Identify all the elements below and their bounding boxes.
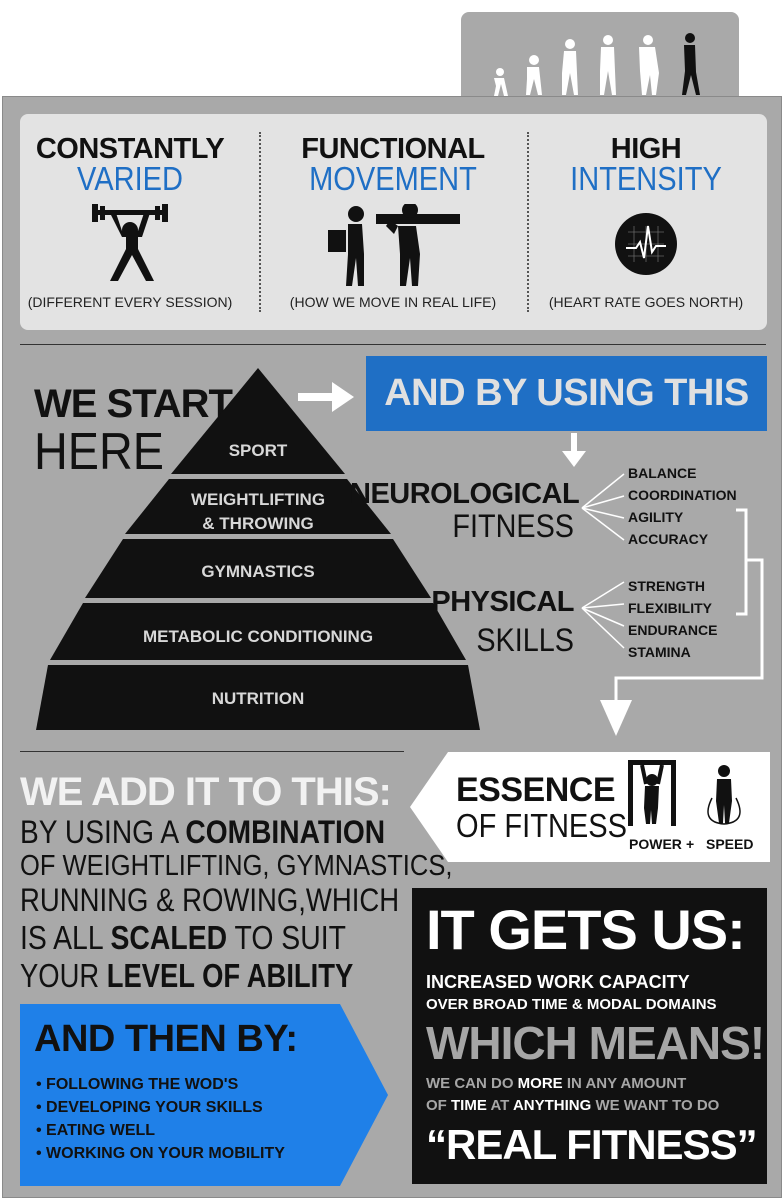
column-divider (527, 132, 529, 312)
physical-title: PHYSICAL (431, 586, 574, 618)
lifting-figures-icon (328, 204, 460, 286)
pyramid-tier-sport (171, 368, 345, 474)
arrow-down-icon (562, 433, 586, 467)
varied-subtitle: VARIED (77, 160, 183, 197)
essence-title: ESSENCE (456, 771, 616, 809)
then-item-text: FOLLOWING THE WOD'S (46, 1076, 239, 1093)
column-divider (259, 132, 261, 312)
real-fitness: “REAL FITNESS” (426, 1121, 758, 1168)
gets-line2: OVER BROAD TIME & MODAL DOMAINS (426, 996, 717, 1013)
add-line1: BY USING A COMBINATION (20, 814, 385, 850)
heart-monitor-icon (615, 213, 677, 275)
section-divider (20, 751, 404, 752)
pyramid-tier-gymnastics (85, 539, 431, 598)
gets-means: WHICH MEANS! (426, 1017, 765, 1069)
then-box (20, 1004, 388, 1186)
physical-item: STRENGTH (628, 578, 705, 594)
add-text: YOUR (20, 957, 107, 994)
neuro-item: COORDINATION (628, 487, 737, 503)
gets-text: AT (486, 1097, 513, 1114)
add-text: TO SUIT (227, 919, 346, 956)
gets-line4: OF TIME AT ANYTHING WE WANT TO DO (426, 1095, 719, 1117)
then-item: • WORKING ON YOUR MOBILITY (36, 1145, 285, 1162)
using-banner-text: AND BY USING THIS (384, 372, 749, 414)
gets-box (412, 888, 767, 1184)
arrow-right-icon (298, 382, 354, 412)
plus-label: + (686, 836, 695, 852)
add-line2: OF WEIGHTLIFTING, GYMNASTICS, (20, 850, 453, 882)
physical-item: STAMINA (628, 644, 691, 660)
add-text-bold: SCALED (110, 919, 228, 956)
add-text: IS ALL (20, 919, 111, 956)
then-heading: AND THEN BY: (34, 1018, 298, 1060)
pyramid-label-nutrition: NUTRITION (211, 689, 305, 708)
physical-subtitle: SKILLS (476, 622, 574, 658)
pyramid-label-throwing: & THROWING (202, 514, 314, 533)
varied-title: CONSTANTLY (35, 133, 225, 165)
pyramid-tier-nutrition (36, 665, 480, 730)
neuro-item: AGILITY (628, 509, 684, 525)
pyramid-label-weightlifting: WEIGHTLIFTING (190, 490, 326, 509)
gets-heading: IT GETS US: (426, 898, 746, 961)
then-item: • FOLLOWING THE WOD'S (36, 1076, 239, 1093)
then-item: • EATING WELL (36, 1122, 156, 1139)
gets-text: WE WANT TO DO (591, 1097, 720, 1114)
pullup-icon (628, 760, 676, 826)
add-text-bold: LEVEL OF ABILITY (106, 957, 354, 994)
start-line2: HERE (34, 423, 165, 481)
functional-title: FUNCTIONAL (301, 133, 485, 165)
functional-note: (HOW WE MOVE IN REAL LIFE) (289, 294, 497, 310)
essence-box (410, 752, 770, 862)
pyramid-label-gymnastics: GYMNASTICS (201, 562, 315, 581)
pyramid-tier-weightlifting (125, 479, 391, 534)
gets-text: IN ANY AMOUNT (562, 1075, 687, 1092)
weightlifter-icon (92, 204, 168, 281)
then-item-text: WORKING ON YOUR MOBILITY (46, 1145, 285, 1162)
add-line4: IS ALL SCALED TO SUIT (20, 920, 346, 956)
pyramid-label-sport: SPORT (228, 441, 288, 460)
evolution-icon (494, 33, 700, 96)
add-line3: RUNNING & ROWING,WHICH (20, 882, 400, 918)
add-text-bold: COMBINATION (185, 814, 386, 850)
physical-branch-icon (581, 581, 625, 649)
neuro-branch-icon (581, 473, 625, 541)
gets-text: WE CAN DO (426, 1075, 518, 1092)
add-heading: WE ADD IT TO THIS: (20, 770, 392, 814)
start-line1: WE START (34, 382, 233, 426)
physical-item: ENDURANCE (628, 622, 718, 638)
speed-label: SPEED (706, 836, 754, 852)
intensity-note: (HEART RATE GOES NORTH) (548, 294, 744, 310)
high-title: HIGH (610, 133, 682, 165)
varied-note: (DIFFERENT EVERY SESSION) (27, 294, 233, 310)
add-text: BY USING A (20, 814, 186, 850)
neuro-subtitle: FITNESS (452, 508, 574, 544)
fitness-pyramid (36, 368, 480, 730)
intensity-subtitle: INTENSITY (570, 160, 722, 197)
then-item-text: DEVELOPING YOUR SKILLS (46, 1099, 263, 1116)
physical-item: FLEXIBILITY (628, 600, 712, 616)
gets-text-bold: ANYTHING (512, 1097, 592, 1114)
functional-subtitle: MOVEMENT (309, 160, 477, 197)
connector-arrow-icon (600, 508, 764, 736)
gets-text-bold: TIME (451, 1097, 487, 1114)
section-divider (20, 344, 766, 345)
add-line5: YOUR LEVEL OF ABILITY (20, 958, 353, 994)
essence-subtitle: OF FITNESS (456, 807, 628, 844)
pyramid-tier-metabolic (50, 603, 466, 660)
gets-text-bold: MORE (517, 1075, 563, 1092)
neuro-item: ACCURACY (628, 531, 709, 547)
neuro-item: BALANCE (628, 465, 697, 481)
neuro-title: NEUROLOGICAL (350, 478, 580, 510)
pyramid-label-metabolic: METABOLIC CONDITIONING (142, 627, 374, 646)
then-item: • DEVELOPING YOUR SKILLS (36, 1099, 263, 1116)
jump-rope-icon (707, 765, 741, 825)
using-banner: AND BY USING THIS (366, 356, 767, 431)
gets-text: OF (426, 1097, 451, 1114)
then-item-text: EATING WELL (46, 1122, 156, 1139)
gets-line3: WE CAN DO MORE IN ANY AMOUNT (426, 1073, 686, 1095)
gets-line1: INCREASED WORK CAPACITY (426, 972, 690, 992)
power-label: POWER (629, 836, 682, 852)
